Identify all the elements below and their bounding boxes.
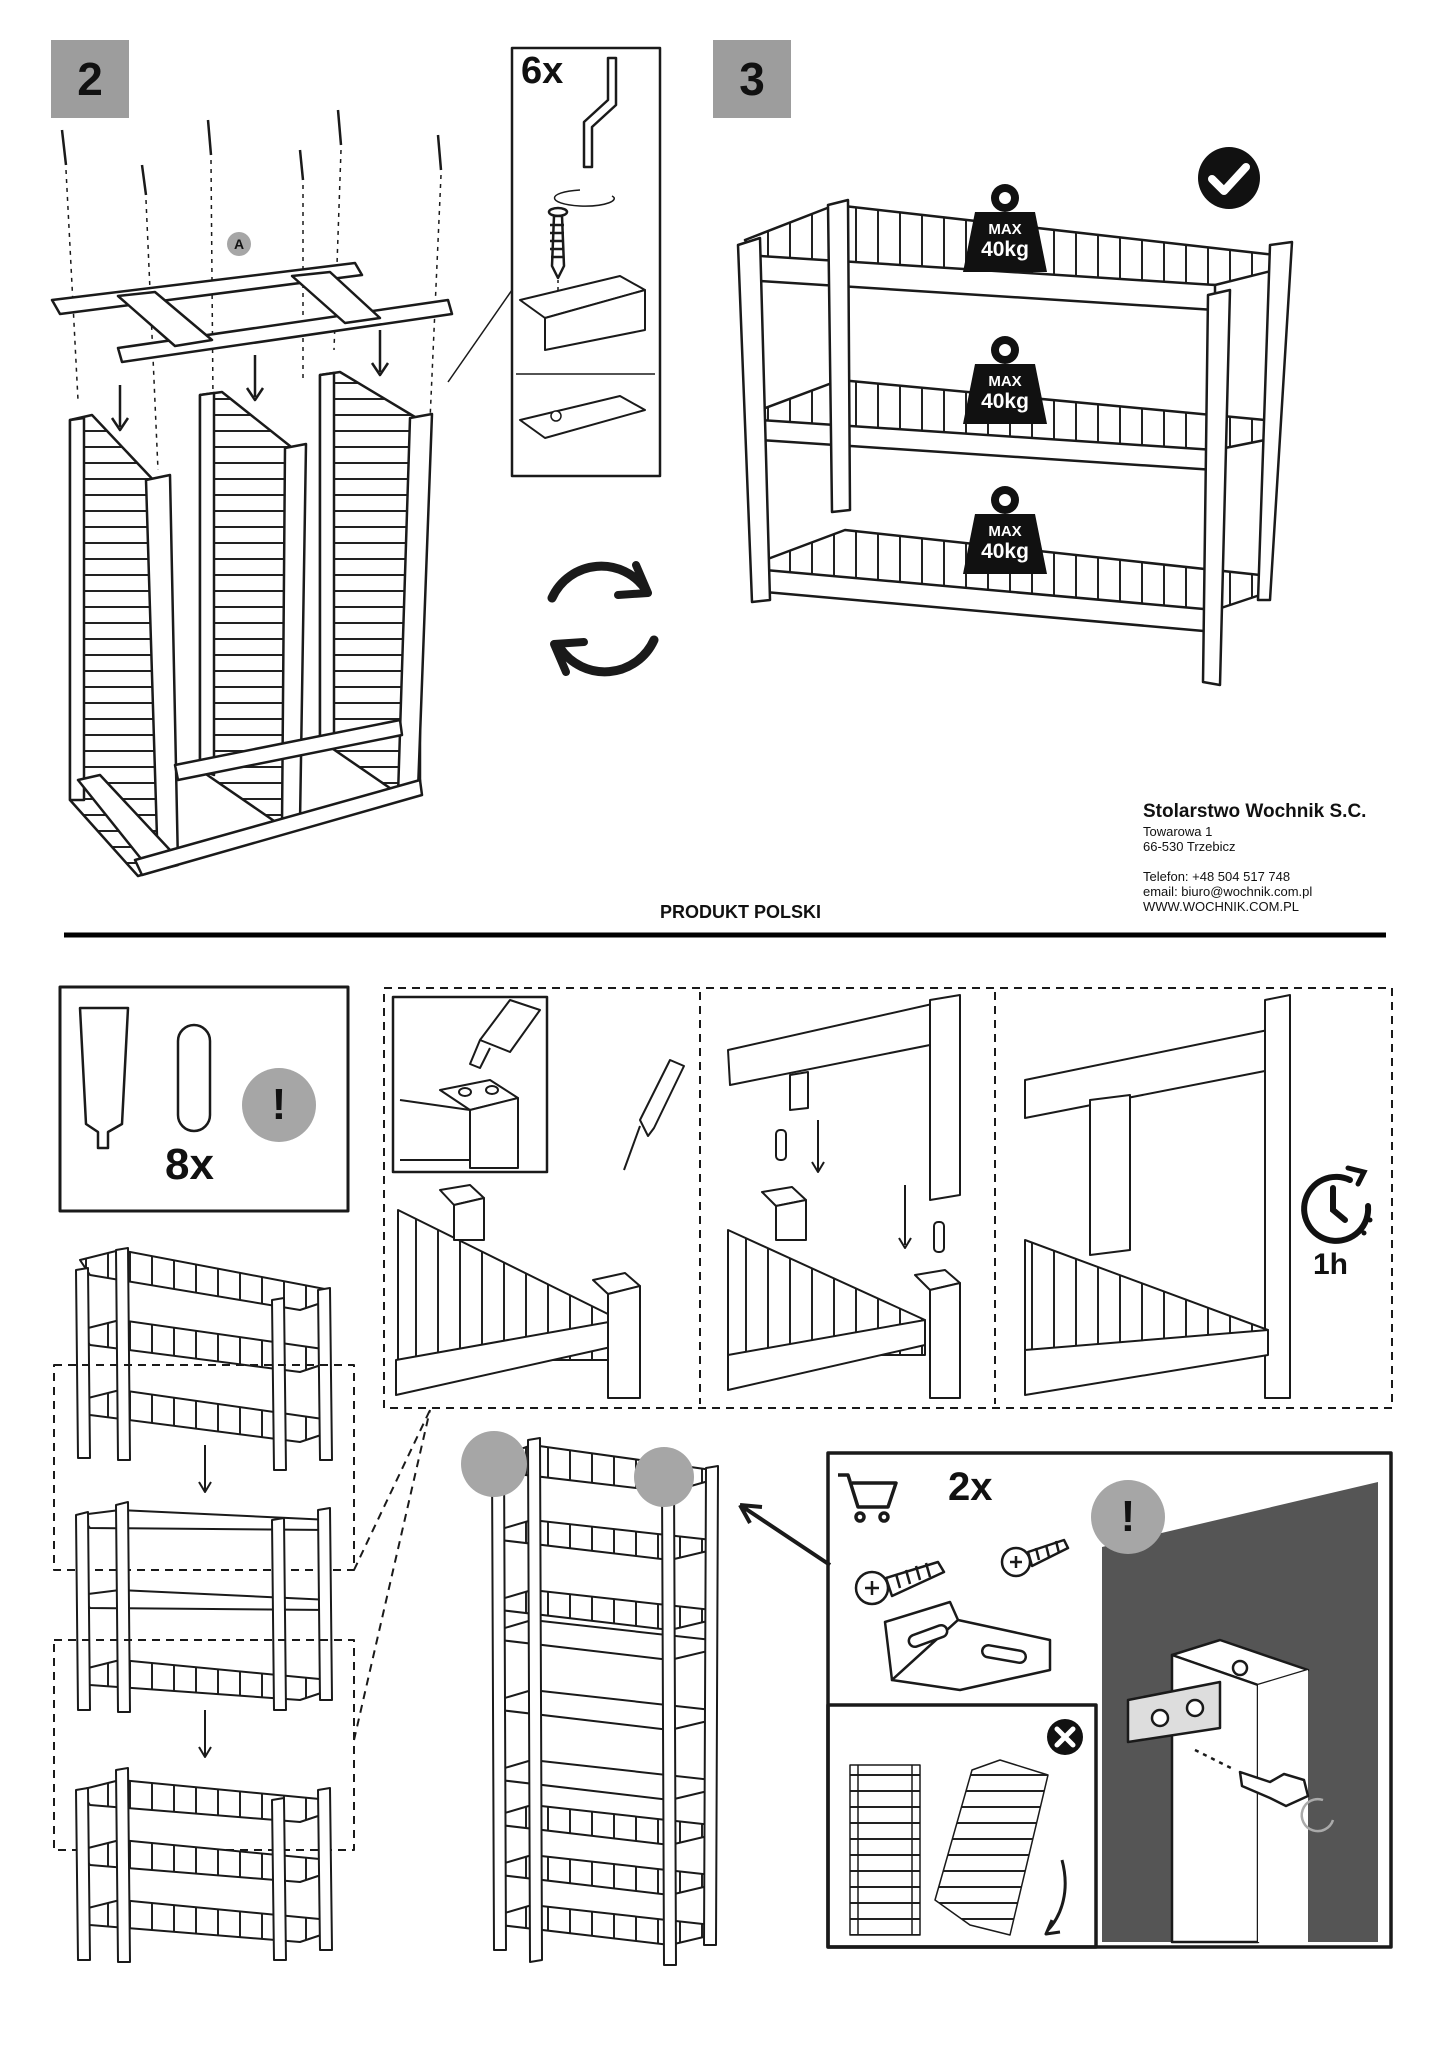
x-circle-icon [1047, 1719, 1083, 1755]
wall-bracket-box [826, 1451, 1393, 1949]
shelf-load-bottom-max: MAX [988, 523, 1022, 540]
attach-point-right [634, 1447, 694, 1507]
glue-dowel-box [58, 985, 350, 1213]
bracket-screws [854, 1538, 1070, 1606]
company-name: Stolarstwo Wochnik S.C. [1143, 801, 1367, 822]
stacking-diagram [53, 1247, 431, 1963]
clock-icon [1301, 1165, 1373, 1244]
three-shelf-rack [736, 198, 1294, 687]
company-info: Stolarstwo Wochnik S.C. Towarowa 1 66-53… [1143, 800, 1366, 914]
check-circle-icon [1198, 147, 1260, 209]
wood-board-2 [519, 395, 646, 439]
bracket-quantity: 2x [948, 1465, 993, 1509]
shelf-load-top-max: MAX [988, 221, 1022, 238]
part-label-a: A [227, 232, 251, 256]
step-3-number: 3 [713, 40, 791, 118]
top-frame-a [50, 261, 454, 364]
made-in-label: PRODUKT POLSKI [660, 902, 822, 922]
tipping-warning-box [826, 1703, 1098, 1949]
screw-detail-box [510, 46, 662, 478]
rotate-arrows-icon [547, 561, 659, 677]
shelf-load-bottom-value: 40kg [981, 540, 1029, 563]
side-panel-middle [198, 390, 308, 828]
shelf-load-top: MAX 40kg [965, 220, 1045, 260]
side-panel-left [68, 413, 180, 878]
company-email: email: biuro@wochnik.com.pl [1143, 884, 1313, 899]
screws-group [60, 109, 443, 471]
shelf-load-top-value: 40kg [981, 238, 1029, 261]
dowel-quantity: 8x [165, 1140, 214, 1189]
angle-bracket [883, 1600, 1052, 1692]
glue-tube-icon [78, 1006, 130, 1150]
rotate-arrow [554, 189, 615, 207]
screw-quantity: 6x [521, 50, 564, 92]
allen-key [582, 56, 618, 169]
shelf-load-middle: MAX 40kg [965, 372, 1045, 412]
weight-icon [963, 184, 1047, 574]
company-city: 66-530 Trzebicz [1143, 839, 1236, 854]
glue-detail-inset [391, 995, 549, 1174]
bracket-warning-icon: ! [1091, 1480, 1165, 1554]
gluing-steps-panel [383, 987, 1393, 1409]
dowel-icon [176, 1023, 212, 1133]
company-street: Towarowa 1 [1143, 824, 1213, 839]
shelf-load-bottom: MAX 40kg [965, 522, 1045, 562]
company-website: WWW.WOCHNIK.COM.PL [1143, 899, 1299, 914]
shelf-load-middle-value: 40kg [981, 390, 1029, 413]
screw [547, 206, 569, 280]
step-2-number: 2 [51, 40, 129, 118]
company-phone: Telefon: +48 504 517 748 [1143, 869, 1291, 884]
shelf-load-middle-max: MAX [988, 373, 1022, 390]
drying-time: 1h [1313, 1248, 1349, 1281]
tipping-racks [849, 1759, 1067, 1936]
down-arrows [110, 330, 390, 432]
warning-icon: ! [242, 1068, 316, 1142]
cart-icon [838, 1473, 898, 1523]
tall-rack [489, 1437, 719, 1966]
bottom-frame [76, 718, 424, 877]
attach-point-left [461, 1431, 527, 1497]
